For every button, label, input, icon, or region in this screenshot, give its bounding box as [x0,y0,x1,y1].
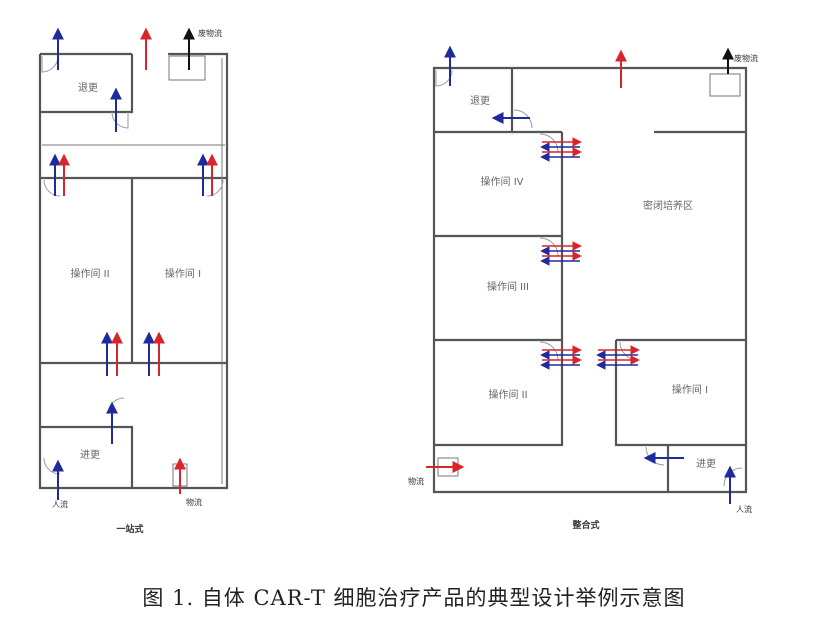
figure-caption: 图 1. 自体 CAR-T 细胞治疗产品的典型设计举例示意图 [142,586,686,610]
room-label: 操作间 II [70,267,109,280]
left-floor-plan: 退更 操作间 II 操作间 I 进更 废物流 人流 物流 一站式 [38,27,229,535]
room-label: 退更 [470,95,490,107]
material-flow-label: 物流 [408,476,424,486]
room-label: 进更 [80,449,100,461]
waste-flow-label: 废物流 [198,28,222,38]
room-label: 操作间 I [165,267,201,280]
room-label: 操作间 I [672,383,708,396]
right-plan-caption: 整合式 [571,519,599,531]
room-label: 操作间 IV [481,175,524,188]
room-label: 退更 [78,82,98,94]
room-label: 密闭培养区 [643,199,693,212]
person-flow-label: 人流 [52,499,68,509]
right-flow-arrows [426,45,736,504]
person-flow-label: 人流 [736,504,752,514]
right-floor-plan: 退更 操作间 IV 操作间 III 操作间 II 密闭培养区 操作间 I 进更 … [408,45,758,531]
left-plan-caption: 一站式 [116,523,143,535]
left-flow-arrows [49,27,218,500]
room-label: 操作间 III [487,280,529,293]
waste-flow-label: 废物流 [734,53,758,63]
room-label: 进更 [696,458,716,470]
room-label: 操作间 II [488,388,527,401]
material-flow-label: 物流 [186,497,202,507]
